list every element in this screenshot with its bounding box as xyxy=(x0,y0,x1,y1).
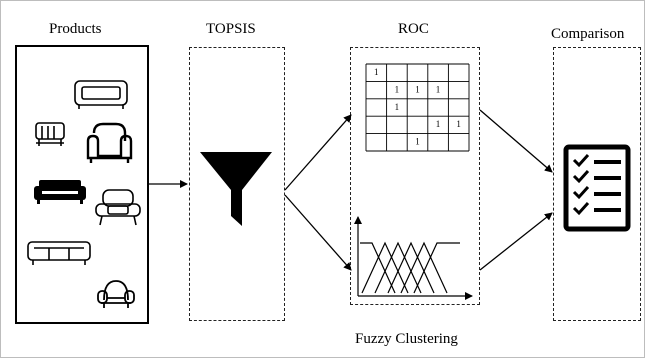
modern-chair-icon xyxy=(95,189,141,226)
fuzzy-set-1 xyxy=(360,242,396,294)
arrow-fuzzy-comparison xyxy=(479,212,553,271)
arrow-roc-comparison xyxy=(479,109,553,173)
roc-cell-value: 1 xyxy=(415,84,420,94)
fuzzy-clustering-label: Fuzzy Clustering xyxy=(355,331,458,347)
sofa-icon xyxy=(74,80,128,109)
roc-box xyxy=(350,47,480,305)
fuzzy-set-5 xyxy=(400,241,448,294)
roc-cell-value: 1 xyxy=(395,84,400,94)
arrow-topsis-fuzzy xyxy=(284,194,352,271)
round-chair-icon xyxy=(97,280,135,308)
roc-cell-value: 1 xyxy=(374,67,379,77)
comparison-label: Comparison xyxy=(551,26,625,42)
products-label: Products xyxy=(49,21,102,37)
loveseat-icon xyxy=(35,122,65,146)
long-sofa-icon xyxy=(27,241,91,265)
roc-cell-value: 1 xyxy=(456,119,461,129)
comparison-box xyxy=(553,47,641,321)
topsis-box xyxy=(189,47,285,321)
fuzzy-set-3 xyxy=(374,241,422,294)
fuzzy-graph xyxy=(354,216,473,300)
funnel-icon xyxy=(200,152,272,226)
roc-matrix: 1 1 1 1 1 1 1 1 xyxy=(365,63,470,152)
roc-cell-value: 1 xyxy=(395,102,400,112)
fuzzy-set-4 xyxy=(387,241,435,294)
fuzzy-set-2 xyxy=(361,241,409,294)
arrow-topsis-roc xyxy=(284,114,352,191)
armchair-icon xyxy=(86,122,133,163)
roc-cell-value: 1 xyxy=(436,84,441,94)
topsis-label: TOPSIS xyxy=(206,21,256,37)
roc-label: ROC xyxy=(398,21,429,37)
black-sofa-icon xyxy=(34,180,86,204)
roc-cell-value: 1 xyxy=(436,119,441,129)
checklist-icon xyxy=(563,144,631,232)
fuzzy-set-6 xyxy=(413,242,460,294)
roc-cell-value: 1 xyxy=(415,137,420,147)
products-box xyxy=(15,45,149,324)
